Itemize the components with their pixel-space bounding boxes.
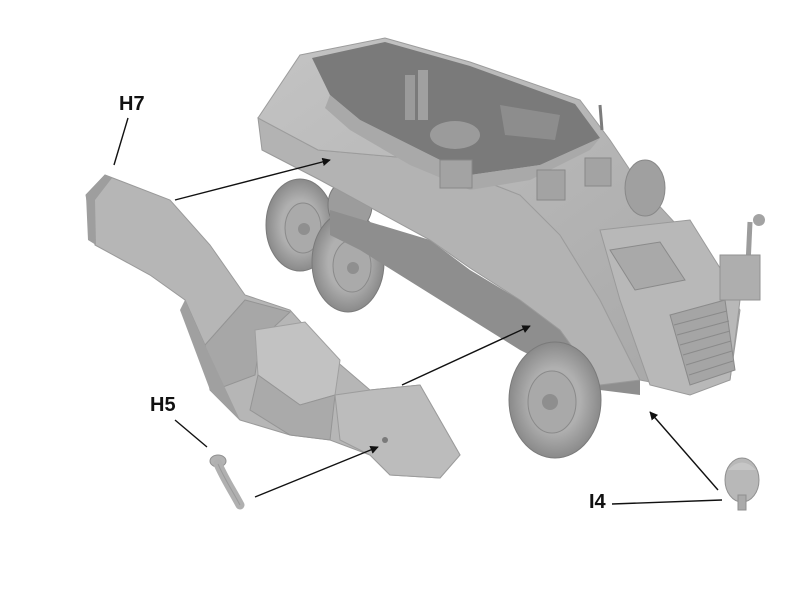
fender-box bbox=[719, 254, 761, 301]
leader-h7-mount-front bbox=[401, 325, 531, 386]
interior-seat bbox=[430, 121, 480, 149]
compartment-rim bbox=[325, 95, 600, 190]
leader-h7-label bbox=[113, 117, 129, 166]
fighting-compartment bbox=[312, 42, 600, 175]
interior-panel bbox=[500, 105, 560, 140]
headlight bbox=[753, 214, 765, 226]
leader-h5-mount bbox=[254, 445, 379, 498]
part-i4-lamp bbox=[724, 457, 760, 511]
callout-h7: H7 bbox=[119, 93, 145, 115]
leader-lines bbox=[113, 117, 723, 505]
antenna-mount bbox=[598, 104, 604, 131]
vision-port-front-left bbox=[536, 169, 566, 201]
interior-post-right bbox=[418, 70, 428, 120]
vision-port-side bbox=[439, 159, 473, 189]
part-h5-lever bbox=[209, 454, 245, 510]
armored-car-model bbox=[257, 37, 765, 459]
leader-i4-label bbox=[611, 499, 723, 505]
part-h7-side-panel bbox=[85, 174, 461, 479]
vision-port-front-right bbox=[584, 157, 612, 187]
leader-i4-mount bbox=[649, 411, 719, 491]
grille-slats bbox=[673, 310, 734, 376]
spare-wheel bbox=[624, 159, 666, 217]
interior-post-left bbox=[405, 75, 415, 120]
driver-hatch bbox=[609, 241, 686, 291]
front-wheel bbox=[508, 341, 602, 459]
leader-h5-label bbox=[174, 419, 208, 448]
leader-h7-mount-rear bbox=[174, 157, 331, 201]
callout-h5: H5 bbox=[150, 394, 176, 416]
callout-i4: I4 bbox=[589, 491, 606, 513]
